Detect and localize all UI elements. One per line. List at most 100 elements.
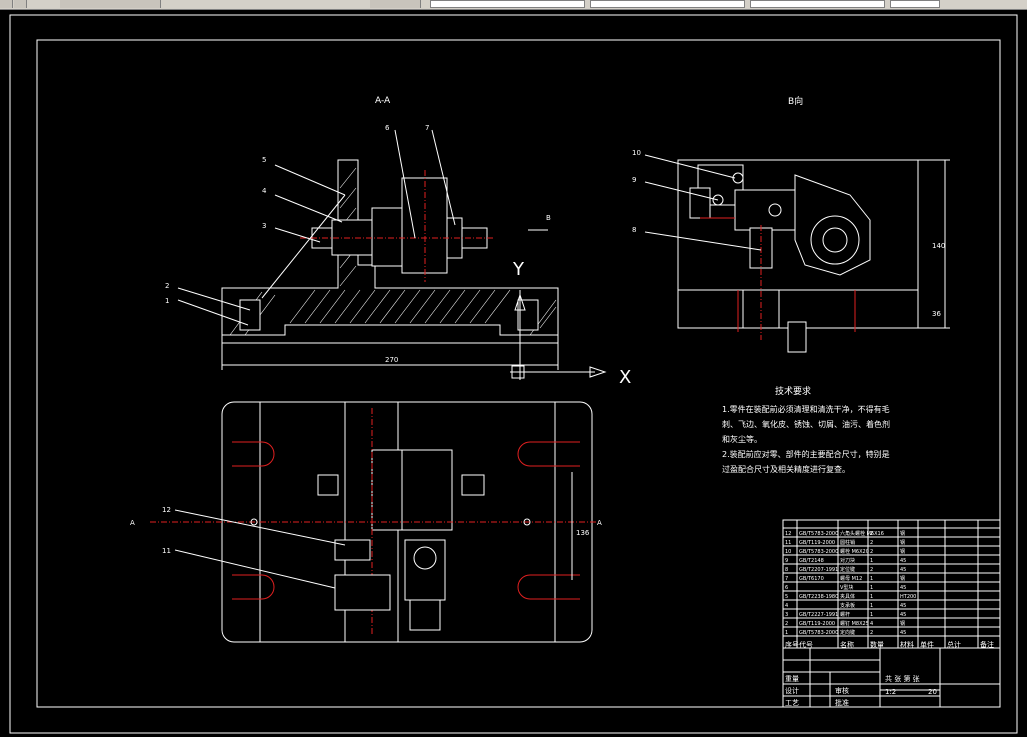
bom-cell: 11 <box>785 540 791 546</box>
dim-height-right: 140 <box>932 242 945 250</box>
properties-toolbar[interactable] <box>370 0 421 8</box>
tb-process: 工艺 <box>785 699 799 707</box>
bom-cell: 螺钉 M8X25 <box>840 620 869 627</box>
bom-cell: 45 <box>900 603 906 609</box>
marker-a-left: A <box>130 519 135 527</box>
bom-cell: 2 <box>870 531 873 537</box>
front-section-view: 270 Y X B <box>221 159 631 388</box>
section-a-label: A-A <box>375 96 391 106</box>
part-label-9: 9 <box>632 176 636 184</box>
part-label-6: 6 <box>385 124 390 132</box>
tb-sheet: 共 张 第 张 <box>885 674 920 683</box>
bom-cell: 9 <box>785 558 788 564</box>
part-label-5: 5 <box>262 156 266 164</box>
tech-line-3: 和灰尘等。 <box>722 434 762 444</box>
bom-cell: 螺栓 M6X20 <box>840 548 869 555</box>
tech-title: 技术要求 <box>775 385 811 397</box>
tech-line-1: 1.零件在装配前必须清理和清洗干净，不得有毛 <box>722 404 890 414</box>
tb-design: 设计 <box>785 686 799 695</box>
tech-line-4: 2.装配前应对零、部件的主要配合尺寸，特别是 <box>722 449 890 459</box>
tb-qty: 20 <box>928 688 937 696</box>
bom-header-cell: 总计 <box>947 640 961 649</box>
bom-cell: GB/T2238-1980 <box>799 594 838 600</box>
bom-cell: GB/T5783-2000 <box>799 531 838 537</box>
bom-cell: 12 <box>785 531 791 537</box>
bom-cell: 圆柱销 <box>840 539 855 546</box>
bom-cell: 45 <box>900 567 906 573</box>
bom-cell: 3 <box>785 612 788 618</box>
bom-cell: 2 <box>870 540 873 546</box>
bom-cell: GB/T2207-1991 <box>799 567 838 573</box>
menu-button[interactable] <box>0 0 13 8</box>
bom-cell: 钢 <box>900 548 905 555</box>
bom-cell: 5 <box>785 594 788 600</box>
bom-cell: 4 <box>870 621 873 627</box>
linetype-select[interactable] <box>590 0 745 8</box>
bom-cell: 4 <box>785 603 788 609</box>
bom-cell: 10 <box>785 549 791 555</box>
bom-cell: 钢 <box>900 575 905 582</box>
bom-cell: 2 <box>870 567 873 573</box>
bom-cell: 定向键 <box>840 629 855 636</box>
bom-cell: 2 <box>785 621 788 627</box>
view-b-label: B向 <box>788 95 803 107</box>
tech-line-2: 刺、飞边、氧化皮、锈蚀、切屑、油污、着色剂 <box>722 419 890 429</box>
part-label-3: 3 <box>262 222 266 230</box>
cad-drawing[interactable]: A-A B向 270 <box>0 10 1027 737</box>
bom-cell: 1 <box>870 576 873 582</box>
axis-x-label: X <box>619 367 631 388</box>
dim-plan: 136 <box>576 529 590 537</box>
bom-cell: 螺杆 <box>840 611 850 618</box>
lineweight-select[interactable] <box>750 0 885 8</box>
dim-small-right: 36 <box>932 310 941 318</box>
bom-cell: GB/T5783-2000 <box>799 630 838 636</box>
technical-requirements: 技术要求 1.零件在装配前必须清理和清洗干净，不得有毛 刺、飞边、氧化皮、锈蚀、… <box>722 385 890 474</box>
plan-view-leaders: 12 11 <box>162 506 346 589</box>
bom-cell: GB/T119-2000 <box>799 540 835 546</box>
tb-mark: 重量 <box>785 675 799 683</box>
bom-cell: 1 <box>870 603 873 609</box>
color-select[interactable] <box>430 0 585 8</box>
part-label-10: 10 <box>632 149 641 157</box>
drawing-canvas[interactable]: A-A B向 270 <box>0 10 1027 737</box>
view-b-leaders: 10 9 8 <box>632 149 762 251</box>
layer-toolbar[interactable] <box>60 0 161 8</box>
sheet-inner-border <box>36 39 1001 708</box>
bom-header-cell: 数量 <box>870 640 884 649</box>
bom-cell: 钢 <box>900 530 905 537</box>
bom-header-cell: 材料 <box>900 640 914 649</box>
tb-review: 审核 <box>835 686 849 695</box>
bom-cell: 支承板 <box>840 602 855 609</box>
bom-header-cell: 单件 <box>920 640 934 649</box>
bom-cell: 1 <box>870 558 873 564</box>
bom-cell: 45 <box>900 630 906 636</box>
part-label-1: 1 <box>165 297 169 305</box>
bom-cell: 45 <box>900 558 906 564</box>
bom-header-cell: 备注 <box>980 640 994 649</box>
dim-width: 270 <box>385 356 398 364</box>
bom-cell: 六角头螺栓 M6X16 <box>840 530 884 537</box>
save-icon[interactable] <box>14 0 27 8</box>
plotstyle-select[interactable] <box>890 0 940 8</box>
tb-approve: 批准 <box>835 698 849 707</box>
bom-cell: 45 <box>900 585 906 591</box>
bom-cell: 1 <box>870 585 873 591</box>
part-label-7: 7 <box>425 124 429 132</box>
part-label-8: 8 <box>632 226 636 234</box>
marker-a-right: A <box>597 519 602 527</box>
bom-cell: 定位键 <box>840 566 855 573</box>
bom-cell: GB/T6170 <box>799 576 824 582</box>
bom-cell: HT200 <box>900 594 916 600</box>
section-marker-b: B <box>546 214 551 222</box>
bom-header-cell: 名称 <box>840 640 854 649</box>
bom-cell: GB/T2227-1991 <box>799 612 838 618</box>
view-b: 140 36 <box>677 159 950 353</box>
bom-cell: 1 <box>870 594 873 600</box>
part-label-11: 11 <box>162 547 171 555</box>
window-toolbar <box>0 0 1027 10</box>
bom-cell: 8 <box>785 567 788 573</box>
part-label-12: 12 <box>162 506 171 514</box>
bom-header-cell: 序号 <box>785 640 799 649</box>
part-label-2: 2 <box>165 282 169 290</box>
